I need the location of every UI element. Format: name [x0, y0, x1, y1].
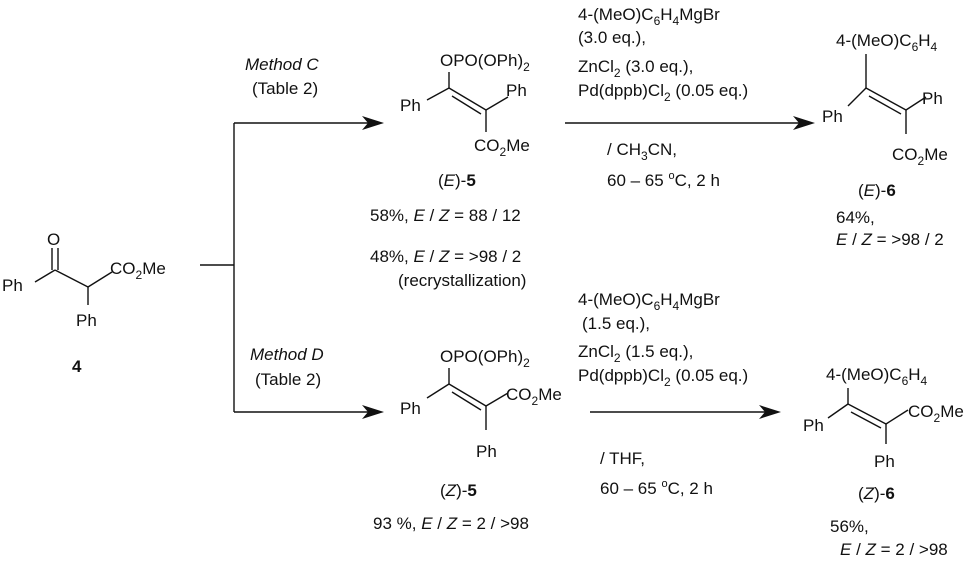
reagent-grignard-eq: (1.5 eq.), — [582, 314, 650, 333]
bond-ch-ester — [87, 271, 113, 288]
compound-E5: OPO(OPh)2 Ph Ph CO2Me (E)-5 58%, E / Z =… — [370, 51, 530, 290]
reagent-grignard-eq: (3.0 eq.), — [578, 28, 646, 47]
arrow-bottom-head — [362, 405, 384, 419]
yield-crude: 58%, E / Z = 88 / 12 — [370, 206, 521, 225]
phenyl-bottom: Ph — [874, 452, 895, 471]
compound-E6: 4-(MeO)C6H4 Ph Ph CO2Me (E)-6 64%, E / Z… — [822, 31, 948, 249]
compound-label: (Z)-6 — [858, 484, 895, 503]
ester-group: CO2Me — [506, 385, 562, 408]
bond-c-ph-right — [485, 96, 509, 111]
aryl-group: 4-(MeO)C6H4 — [836, 31, 938, 54]
double-bond-1 — [448, 87, 487, 111]
yield-ratio: E / Z = 2 / >98 — [840, 540, 948, 559]
arrow-top-head — [362, 116, 384, 130]
bond-c-ester — [485, 392, 509, 407]
method-d-label: Method D — [250, 345, 324, 364]
phenyl-left: Ph — [803, 416, 824, 435]
ester-group: CO2Me — [908, 402, 964, 425]
compound-label: (Z)-5 — [440, 481, 477, 500]
reagent-catalyst: Pd(dppb)Cl2 (0.05 eq.) — [578, 81, 748, 104]
compound-Z5: OPO(OPh)2 Ph CO2Me Ph (Z)-5 93 %, E / Z … — [373, 347, 562, 533]
bond-c-ph-right — [905, 96, 927, 111]
bond-c-ph — [426, 383, 450, 399]
bottom-reaction: 4-(MeO)C6H4MgBr (1.5 eq.), ZnCl2 (1.5 eq… — [578, 290, 781, 498]
double-bond-2 — [451, 391, 482, 411]
phosphate-group: OPO(OPh)2 — [440, 51, 530, 74]
double-bond-2 — [850, 411, 882, 429]
bond-c-ph — [847, 87, 867, 107]
ester-group: CO2Me — [110, 259, 166, 282]
reagent-zncl2: ZnCl2 (1.5 eq.), — [578, 342, 693, 365]
compound-4: O Ph Ph CO2Me 4 — [2, 230, 166, 376]
double-bond-1 — [448, 383, 487, 407]
solvent: / THF, — [600, 449, 645, 468]
arrow-head — [759, 405, 781, 419]
double-bond-2 — [868, 95, 902, 115]
reagent-zncl2: ZnCl2 (3.0 eq.), — [578, 57, 693, 80]
compound-label: (E)-5 — [438, 171, 476, 190]
double-bond-2 — [451, 95, 482, 115]
ketone-oxygen: O — [47, 230, 60, 249]
phenyl-left: Ph — [400, 96, 421, 115]
solvent: / CH3CN, — [607, 140, 677, 163]
bond-c-ph — [426, 87, 450, 101]
method-d-ref: (Table 2) — [255, 370, 321, 389]
bond-co-ph — [34, 269, 56, 283]
reagent-grignard: 4-(MeO)C6H4MgBr — [578, 5, 720, 28]
compound-label: 4 — [72, 357, 82, 376]
ester-group: CO2Me — [474, 136, 530, 159]
phenyl-left: Ph — [2, 276, 23, 295]
yield-percent: 64%, — [836, 208, 875, 227]
bond-c-ester — [885, 409, 909, 425]
phenyl-left: Ph — [400, 399, 421, 418]
yield-recrystallized: 48%, E / Z = >98 / 2 — [370, 247, 521, 266]
phenyl-left: Ph — [822, 107, 843, 126]
method-c-ref: (Table 2) — [252, 79, 318, 98]
double-bond-1 — [865, 87, 907, 111]
yield: 93 %, E / Z = 2 / >98 — [373, 514, 529, 533]
method-c-label: Method C — [245, 55, 319, 74]
reagent-grignard: 4-(MeO)C6H4MgBr — [578, 290, 720, 313]
aryl-group: 4-(MeO)C6H4 — [826, 365, 928, 388]
bond-co-ch — [54, 269, 89, 288]
temperature-time: 60 – 65 oC, 2 h — [600, 478, 713, 498]
phenyl-right: Ph — [922, 89, 943, 108]
compound-Z6: 4-(MeO)C6H4 Ph CO2Me Ph (Z)-6 56%, E / Z… — [803, 365, 964, 559]
phenyl-right: Ph — [506, 81, 527, 100]
recrystallization-note: (recrystallization) — [398, 271, 526, 290]
compound-label: (E)-6 — [858, 181, 896, 200]
phenyl-bottom: Ph — [76, 311, 97, 330]
double-bond-1 — [847, 403, 887, 425]
bond-c-ph — [827, 403, 849, 419]
ester-group: CO2Me — [892, 145, 948, 168]
reagent-catalyst: Pd(dppb)Cl2 (0.05 eq.) — [578, 366, 748, 389]
branch-arrows — [200, 116, 384, 419]
yield-percent: 56%, — [830, 517, 869, 536]
yield-ratio: E / Z = >98 / 2 — [836, 230, 944, 249]
temperature-time: 60 – 65 oC, 2 h — [607, 170, 720, 190]
phosphate-group: OPO(OPh)2 — [440, 347, 530, 370]
arrow-head — [793, 116, 815, 130]
phenyl-bottom: Ph — [476, 442, 497, 461]
top-reaction: 4-(MeO)C6H4MgBr (3.0 eq.), ZnCl2 (3.0 eq… — [565, 5, 815, 190]
